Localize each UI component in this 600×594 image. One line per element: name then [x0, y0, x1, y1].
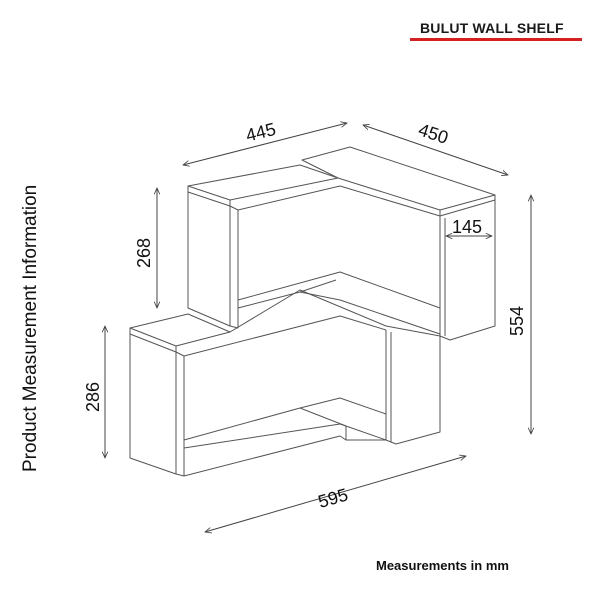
lower-left-side [129, 334, 177, 475]
upper-top-right-panel [301, 146, 496, 211]
upper-right-side [439, 200, 496, 341]
dim-line-top-width [183, 123, 347, 165]
dim-label-bottom-height: 286 [83, 382, 103, 412]
page-title: BULUT WALL SHELF [420, 20, 564, 36]
upper-top-panel [187, 164, 339, 201]
upper-bottom-shelf [237, 271, 441, 309]
dim-line-bottom-width [205, 456, 466, 532]
lower-right-side [385, 330, 441, 445]
dim-line-top-depth [363, 125, 508, 175]
dim-label-side-depth: 145 [452, 217, 482, 237]
dim-label-top-height: 268 [134, 238, 154, 268]
dim-label-top-depth: 450 [416, 120, 451, 148]
title-underline [410, 38, 582, 41]
dim-label-bottom-width: 595 [316, 485, 350, 513]
upper-left-side [187, 192, 231, 327]
dim-label-total-height: 554 [507, 306, 527, 336]
lower-top-panel [129, 313, 231, 347]
lower-bottom-shelf [183, 407, 387, 441]
units-note: Measurements in mm [376, 558, 509, 573]
